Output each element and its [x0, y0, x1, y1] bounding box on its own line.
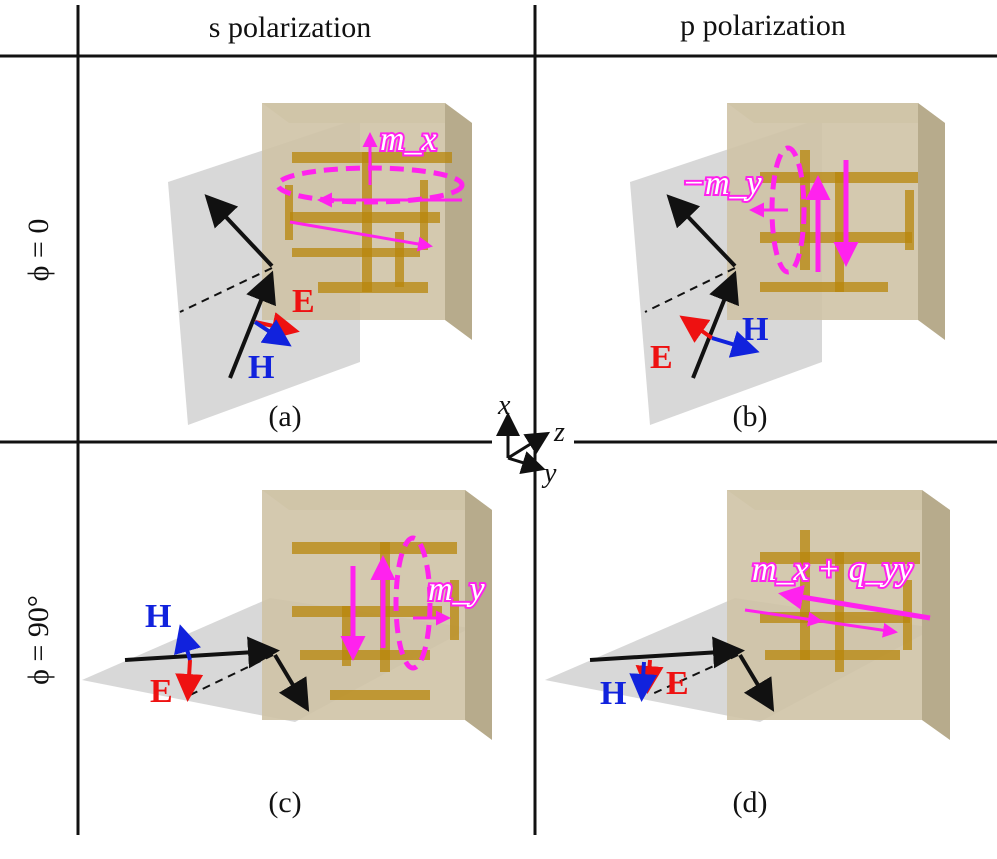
h-field-label: H	[742, 311, 768, 348]
h-field-label: H	[248, 349, 274, 386]
axis-y-label: y	[541, 458, 557, 489]
coordinate-axes: x z y	[496, 390, 565, 489]
e-field-label: E	[150, 673, 173, 710]
moment-label: m_x	[380, 121, 437, 158]
metal-pattern	[285, 152, 452, 293]
magnetic-moment-marker	[744, 584, 931, 638]
panel-c: H E m_y (c)	[82, 490, 492, 819]
h-field-label: H	[145, 598, 171, 635]
moment-label: m_y	[428, 571, 486, 608]
magnetic-moment-marker	[340, 535, 451, 671]
magnetic-moment-marker	[275, 132, 465, 252]
e-field-label: E	[666, 665, 689, 702]
magnetic-moment-marker	[749, 145, 859, 275]
moment-label: −m_y	[682, 165, 762, 202]
e-field-label: E	[292, 283, 315, 320]
metasurface-slab	[727, 103, 945, 340]
axis-z-label: z	[553, 417, 565, 448]
panel-d: H E m_x + q_yy (d)	[545, 490, 950, 819]
moment-label: m_x + q_yy	[752, 551, 914, 588]
column-header-s: s polarization	[209, 11, 371, 44]
panel-caption: (d)	[733, 786, 768, 819]
metasurface-slab	[262, 103, 472, 340]
row-header-phi90: ϕ = 90°	[22, 595, 55, 685]
panel-caption: (b)	[733, 400, 768, 433]
panel-caption: (c)	[268, 786, 301, 819]
grid-lines	[0, 5, 997, 835]
panel-caption: (a)	[268, 400, 301, 433]
h-field-label: H	[600, 675, 626, 712]
axis-x-label: x	[497, 390, 511, 421]
panel-a: E H m_x (a)	[168, 103, 472, 433]
panel-b: E H −m_y (b)	[630, 103, 945, 433]
metasurface-slab	[262, 490, 492, 740]
e-field-label: E	[650, 339, 673, 376]
row-header-phi0: ϕ = 0	[22, 219, 55, 282]
column-header-p: p polarization	[680, 9, 846, 42]
